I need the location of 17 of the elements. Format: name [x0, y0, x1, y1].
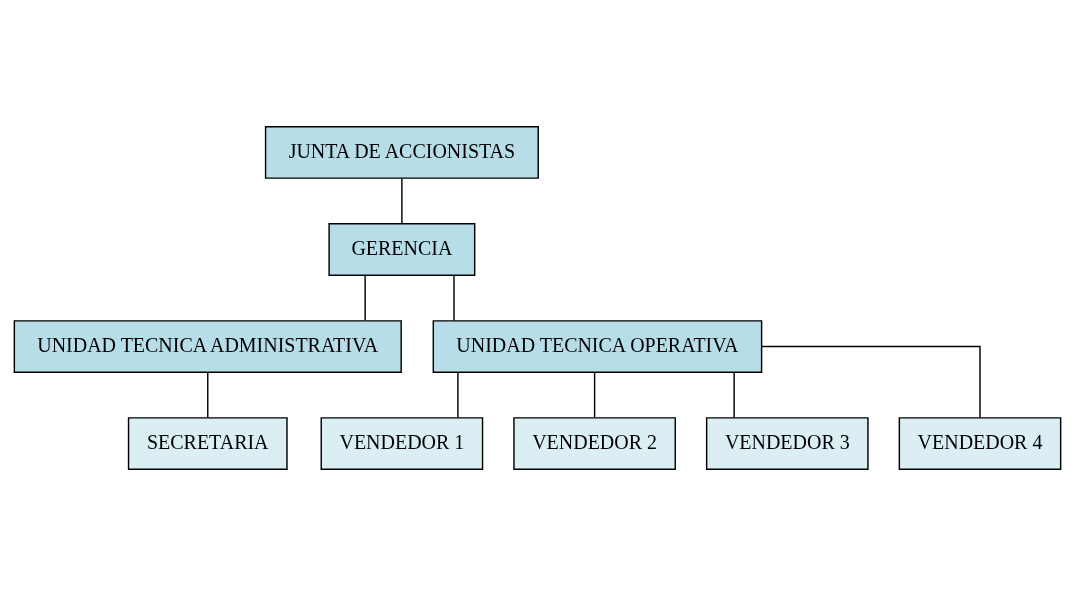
connector	[733, 371, 735, 419]
connector	[457, 371, 459, 419]
node-box: VENDEDOR 1	[320, 417, 484, 470]
connector	[401, 177, 403, 225]
connector	[593, 371, 596, 419]
node-box: UNIDAD TECNICA OPERATIVA	[432, 320, 763, 373]
node-box: VENDEDOR 4	[898, 417, 1062, 470]
connector	[453, 274, 455, 322]
node-box: VENDEDOR 3	[705, 417, 869, 470]
node-box: SECRETARIA	[127, 417, 288, 470]
node-box: GERENCIA	[328, 223, 476, 276]
connector	[207, 371, 209, 419]
connector	[364, 274, 366, 322]
node-box: UNIDAD TECNICA ADMINISTRATIVA	[13, 320, 402, 373]
node-box: JUNTA DE ACCIONISTAS	[264, 126, 539, 179]
connector	[761, 345, 981, 419]
node-box: VENDEDOR 2	[513, 417, 676, 470]
